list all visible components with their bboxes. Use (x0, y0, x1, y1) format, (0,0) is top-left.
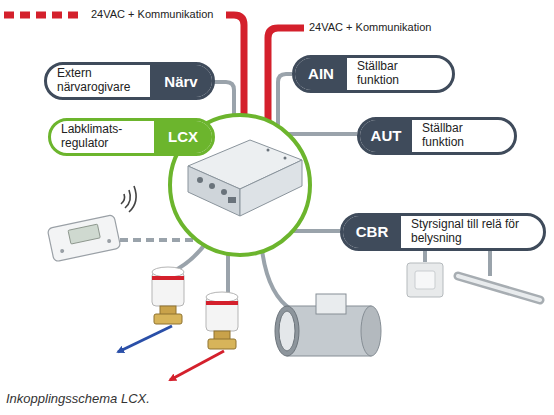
description-text: Ställbar funktion (422, 122, 497, 150)
tab-text: Närv (164, 73, 197, 90)
tab-label: LCX (154, 121, 212, 153)
supply-line (4, 15, 304, 121)
pill-box: CBR Styrsignal till relä för belysning (340, 213, 546, 251)
tab-label: CBR (343, 216, 401, 248)
wire (120, 74, 490, 310)
tab-text: AUT (371, 127, 402, 144)
caption: Inkopplingsschema LCX. (6, 391, 150, 406)
damper (275, 294, 381, 356)
pill-box: Labklimats- regulator LCX (48, 118, 215, 156)
tab-text: CBR (356, 223, 389, 240)
room-unit (47, 215, 121, 262)
lamp (458, 276, 540, 300)
description: Ställbar funktion (347, 58, 452, 90)
tab-label: AUT (360, 120, 412, 152)
pill-box: Extern närvarogivare Närv (44, 62, 215, 100)
pill-box: AIN Ställbar funktion (292, 55, 455, 93)
description-text: Ställbar funktion (357, 60, 432, 88)
description: Ställbar funktion (412, 120, 514, 152)
valve-actuator (118, 267, 184, 352)
tab-text: AIN (308, 65, 334, 82)
wall-switch (407, 263, 443, 297)
tab-text: LCX (168, 128, 198, 145)
description: Styrsignal till relä för belysning (401, 216, 543, 248)
wall-switch (415, 271, 435, 289)
signal-label: 24VAC + Kommunikation (306, 21, 434, 33)
pill-box: AUT Ställbar funktion (357, 117, 517, 155)
tab-label: Närv (150, 65, 212, 97)
description: Labklimats- regulator (51, 121, 154, 153)
tab-label: AIN (295, 58, 347, 90)
description: Extern närvarogivare (47, 65, 150, 97)
description-text: Styrsignal till relä för belysning (411, 218, 533, 246)
valve-actuator (170, 292, 238, 380)
description-text: Labklimats- regulator (61, 123, 141, 151)
signal-label: 24VAC + Kommunikation (88, 8, 216, 20)
wireless-symbol (121, 186, 136, 212)
description-text: Extern närvarogivare (57, 67, 140, 95)
